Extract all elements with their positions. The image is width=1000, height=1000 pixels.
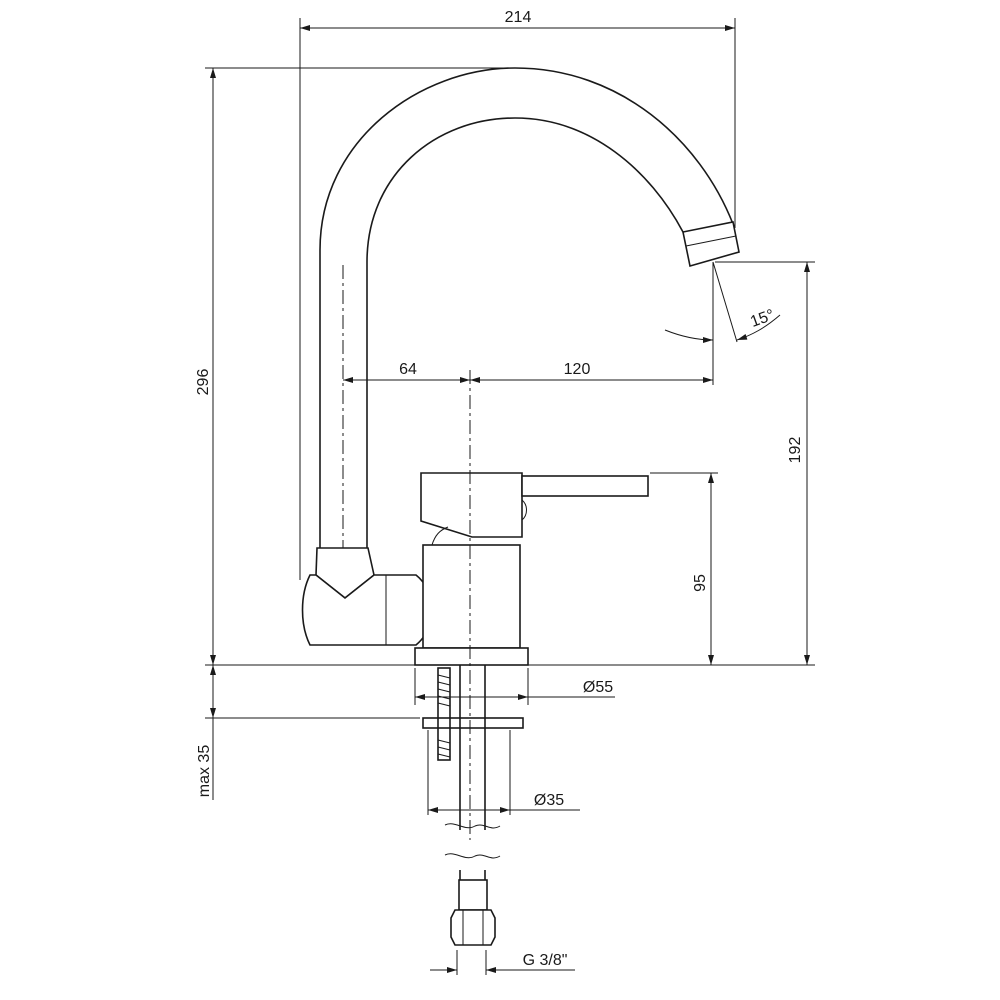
- lever-head: [420, 472, 523, 538]
- dim-overall-width: 214: [505, 9, 532, 26]
- body-cylinder: [422, 544, 521, 649]
- faucet-outline: [301, 67, 740, 946]
- hose-nut: [450, 909, 496, 946]
- dim-hole-diameter: Ø35: [534, 792, 564, 809]
- dim-spout-angle: 15°: [748, 307, 777, 331]
- threaded-rod: [437, 667, 451, 761]
- dim-connection-thread: G 3/8": [523, 952, 568, 969]
- dim-spout-offset: 64: [399, 361, 417, 378]
- dim-spout-reach: 120: [564, 361, 591, 378]
- swivel-coupling: [301, 574, 433, 646]
- dimension-lines: [205, 18, 815, 975]
- spout-nozzle: [682, 221, 740, 268]
- dim-max-thickness: max 35: [196, 745, 213, 798]
- dim-base-diameter: Ø55: [583, 679, 613, 696]
- hose-ferrule: [458, 879, 488, 911]
- dim-spout-height: 192: [787, 437, 804, 464]
- supply-hose: [459, 665, 486, 885]
- spout-inner: [366, 117, 684, 548]
- fixing-washer: [422, 717, 524, 729]
- lever-handle: [521, 475, 649, 497]
- dim-overall-height: 296: [195, 369, 212, 396]
- base-plate: [414, 647, 529, 666]
- dim-lever-height: 95: [692, 574, 709, 592]
